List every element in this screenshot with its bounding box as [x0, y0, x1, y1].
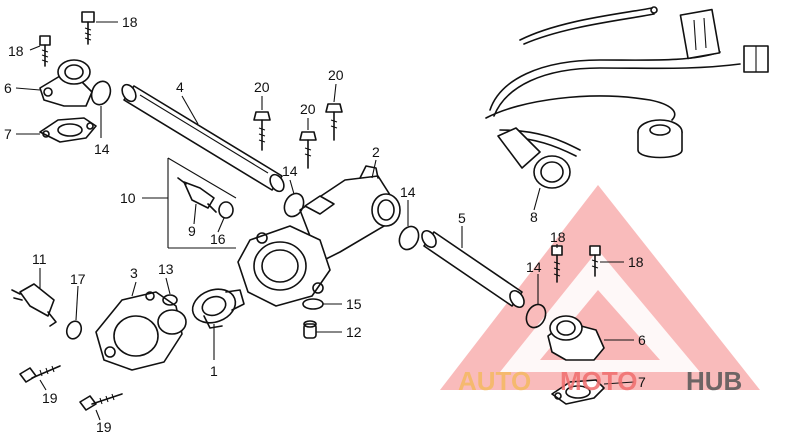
callout-14-d: 14	[526, 259, 542, 275]
callout-18-left: 18	[8, 43, 24, 59]
watermark-hub: HUB	[686, 366, 742, 396]
callout-2: 2	[372, 144, 380, 160]
callout-labels: 18 18 6 7 14 4 20 20 20 14 2 14 5 14 10 …	[4, 14, 646, 435]
o-ring-part-15	[302, 298, 324, 310]
callout-12: 12	[346, 324, 362, 340]
callout-16: 16	[210, 231, 226, 247]
callout-5: 5	[458, 210, 466, 226]
callout-20-b: 20	[300, 101, 316, 117]
o-ring-part-17	[65, 320, 83, 340]
callout-18-right-a: 18	[550, 229, 566, 245]
plug-part-12	[303, 320, 317, 339]
bolt-part-20-a	[253, 111, 271, 151]
watermark-auto: AUTO	[458, 366, 531, 396]
callout-6-right: 6	[638, 332, 646, 348]
callout-13: 13	[158, 261, 174, 277]
callout-11: 11	[32, 251, 47, 267]
callout-19-a: 19	[42, 390, 58, 406]
bolt-part-18-right-b	[589, 245, 601, 277]
o-ring-part-14-c	[398, 225, 420, 251]
callout-20-a: 20	[254, 79, 270, 95]
bolt-part-19-a	[19, 365, 61, 383]
watermark-text: AUTO MOTO HUB	[458, 366, 742, 396]
sender-unit	[637, 119, 683, 159]
callout-18-right-b: 18	[628, 254, 644, 270]
callout-19-b: 19	[96, 419, 112, 435]
sensor-part-9	[177, 177, 217, 213]
watermark-moto: MOTO	[560, 366, 638, 396]
housing-part-2	[237, 165, 401, 307]
callout-6-left: 6	[4, 80, 12, 96]
callout-9: 9	[188, 223, 196, 239]
callout-14-b: 14	[282, 163, 298, 179]
leader-lines	[15, 21, 635, 421]
callout-14-a: 14	[94, 141, 110, 157]
callout-3: 3	[130, 265, 138, 281]
bolt-part-19-b	[79, 393, 123, 411]
callout-10: 10	[120, 190, 136, 206]
callout-18-top: 18	[122, 14, 138, 30]
gasket-part-7-right	[551, 379, 605, 405]
callout-8: 8	[530, 209, 538, 225]
o-ring-part-14-a	[90, 80, 112, 106]
callout-20-c: 20	[328, 67, 344, 83]
joint-part-6-left	[39, 59, 93, 107]
callout-1: 1	[210, 363, 218, 379]
callout-7-right: 7	[638, 374, 646, 390]
o-ring-part-14-b	[283, 192, 305, 218]
callout-4: 4	[176, 79, 184, 95]
wire-harness-part-8	[485, 6, 769, 189]
switch-part-11	[11, 283, 57, 327]
bolt-part-18-top	[81, 11, 95, 45]
gasket-part-7-left	[39, 117, 97, 143]
callout-14-c: 14	[400, 184, 416, 200]
cover-part-3	[95, 291, 187, 371]
ring-part-13	[162, 294, 178, 306]
callout-15: 15	[346, 296, 362, 312]
washer-part-16	[218, 201, 234, 219]
bolt-part-18-left	[39, 35, 51, 67]
bolt-part-20-c	[325, 103, 343, 141]
sensor-group-part-10	[167, 157, 237, 249]
pipe-part-4	[121, 83, 285, 193]
pipe-part-5	[421, 229, 525, 309]
callout-17: 17	[70, 271, 86, 287]
joint-part-6-right	[547, 315, 605, 361]
bolt-part-20-b	[299, 131, 317, 169]
o-ring-part-14-d	[525, 303, 547, 329]
callout-7-left: 7	[4, 126, 12, 142]
thermostat-part-1	[191, 288, 245, 329]
